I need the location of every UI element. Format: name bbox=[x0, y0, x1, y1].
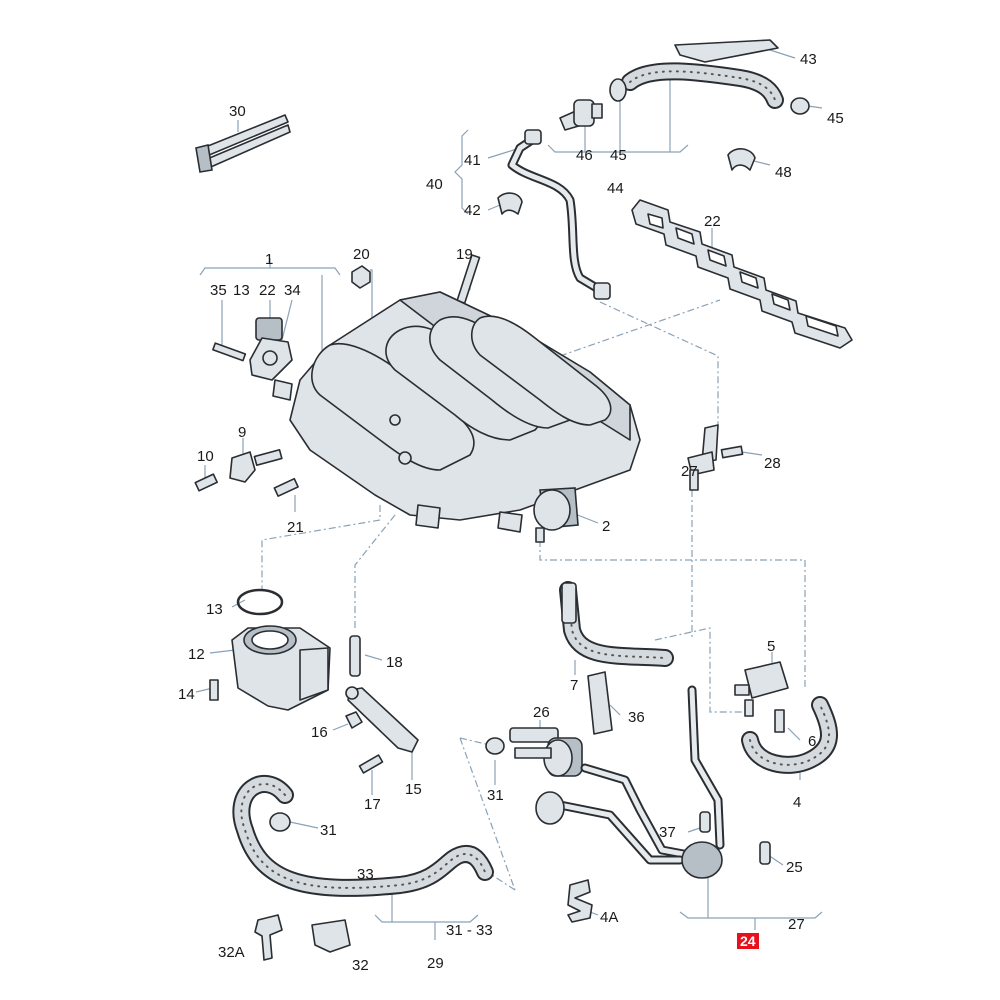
label-46: 46 bbox=[576, 147, 593, 164]
label-5: 5 bbox=[767, 638, 775, 655]
hose-33 bbox=[232, 775, 494, 897]
label-32a: 32A bbox=[218, 944, 245, 961]
label-29: 29 bbox=[427, 955, 444, 972]
label-21: 21 bbox=[287, 519, 304, 536]
label-25: 25 bbox=[786, 859, 803, 876]
hose-44 bbox=[559, 62, 810, 131]
sensor-34 bbox=[212, 317, 293, 381]
vent-pipe-41 bbox=[497, 129, 611, 300]
cable-tie-30 bbox=[195, 114, 291, 173]
label-37: 37 bbox=[659, 824, 676, 841]
label-28: 28 bbox=[764, 455, 781, 472]
support-15 bbox=[345, 635, 419, 774]
label-20: 20 bbox=[353, 246, 370, 263]
valve-26 bbox=[485, 727, 583, 777]
sleeve-36 bbox=[587, 671, 613, 735]
label-7: 7 bbox=[570, 677, 578, 694]
label-13: 13 bbox=[206, 601, 223, 618]
label-43: 43 bbox=[800, 51, 817, 68]
bracket-9 bbox=[194, 448, 299, 497]
label-30: 30 bbox=[229, 103, 246, 120]
label-31-clamp: 31 bbox=[487, 787, 504, 804]
label-45-right: 45 bbox=[827, 110, 844, 127]
badge-text: 24 bbox=[740, 933, 756, 949]
label-27: 27 bbox=[788, 916, 805, 933]
label-31-33: 31 - 33 bbox=[446, 922, 493, 939]
label-42: 42 bbox=[464, 202, 481, 219]
label-22-top: 22 bbox=[259, 282, 276, 299]
pipe-assembly-24 bbox=[535, 685, 771, 879]
gasket-22 bbox=[631, 199, 853, 349]
clip-4a bbox=[567, 879, 593, 923]
label-45: 45 bbox=[610, 147, 627, 164]
hose-4 bbox=[741, 696, 838, 774]
label-48: 48 bbox=[775, 164, 792, 181]
label-19: 19 bbox=[456, 246, 473, 263]
label-34: 34 bbox=[284, 282, 301, 299]
label-17: 17 bbox=[364, 796, 381, 813]
label-4: 4 bbox=[793, 794, 801, 811]
heat-shield-43 bbox=[674, 39, 779, 63]
label-16: 16 bbox=[311, 724, 328, 741]
label-10: 10 bbox=[197, 448, 214, 465]
label-15: 15 bbox=[405, 781, 422, 798]
hose-7 bbox=[559, 581, 674, 667]
assembly-badge-24: 24 bbox=[737, 933, 759, 949]
clip-48 bbox=[727, 148, 756, 171]
label-2: 2 bbox=[602, 518, 610, 535]
label-44: 44 bbox=[607, 180, 624, 197]
label-41: 41 bbox=[464, 152, 481, 169]
nut-20 bbox=[351, 265, 371, 289]
connector-27 bbox=[687, 424, 744, 491]
callout-labels: 30 43 45 46 45 44 48 41 40 42 22 20 19 1… bbox=[178, 51, 844, 974]
label-35: 35 bbox=[210, 282, 227, 299]
label-4a: 4A bbox=[600, 909, 618, 926]
label-13-top: 13 bbox=[233, 282, 250, 299]
solenoid-5 bbox=[734, 661, 789, 733]
label-6: 6 bbox=[808, 733, 816, 750]
label-26: 26 bbox=[533, 704, 550, 721]
label-12: 12 bbox=[188, 646, 205, 663]
intake-manifold bbox=[272, 291, 641, 543]
label-31: 31 bbox=[320, 822, 337, 839]
label-27-connector: 27 bbox=[681, 463, 698, 480]
label-14: 14 bbox=[178, 686, 195, 703]
label-1: 1 bbox=[265, 251, 273, 268]
label-18: 18 bbox=[386, 654, 403, 671]
clip-32 bbox=[311, 919, 351, 953]
label-9: 9 bbox=[238, 424, 246, 441]
throttle-body-12 bbox=[209, 588, 331, 711]
label-36: 36 bbox=[628, 709, 645, 726]
label-33: 33 bbox=[357, 866, 374, 883]
label-22-gasket: 22 bbox=[704, 213, 721, 230]
clip-32a bbox=[254, 914, 283, 961]
label-32: 32 bbox=[352, 957, 369, 974]
label-40: 40 bbox=[426, 176, 443, 193]
